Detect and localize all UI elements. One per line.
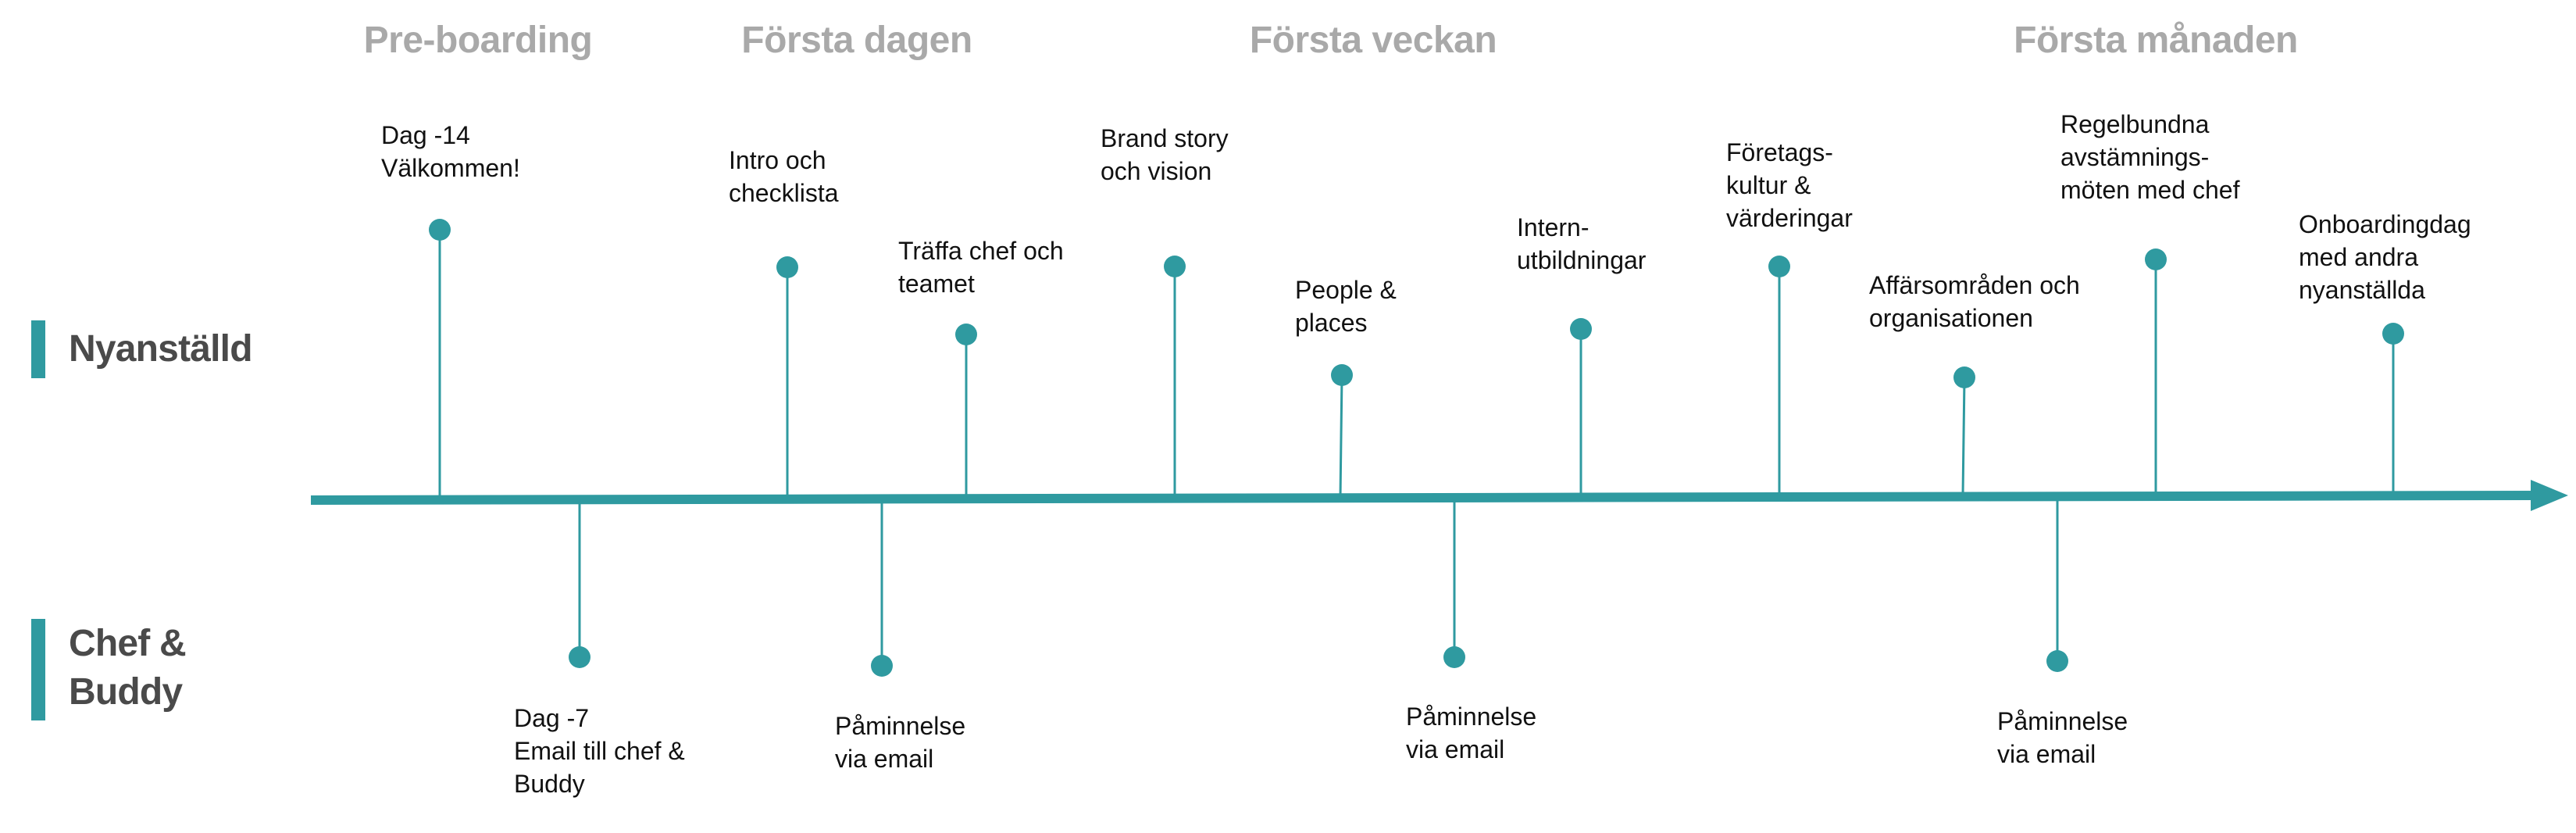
milestone-dot	[1570, 318, 1592, 340]
event-reminder-email: Påminnelse via email	[835, 712, 966, 773]
milestone-dot	[871, 655, 893, 677]
phase-pre-boarding: Pre-boarding	[363, 20, 593, 61]
milestone-dot	[2145, 248, 2167, 270]
event-onboarding-day: Onboardingdag med andra nyanställda	[2299, 210, 2471, 304]
milestone-dot	[429, 219, 451, 241]
timeline-arrow-head	[2531, 480, 2568, 511]
milestone-dot	[2382, 323, 2404, 345]
lane-marker-new-hire	[31, 320, 45, 378]
lane-label-manager-buddy: Chef & Buddy	[69, 623, 187, 713]
milestone-dot	[1164, 256, 1186, 277]
lane-label-new-hire: Nyanställd	[69, 328, 253, 370]
milestone-dot	[2046, 650, 2068, 672]
timeline-axis	[310, 491, 2539, 505]
event-intro-checklist: Intro och checklista	[729, 146, 839, 207]
event-reminder-email: Påminnelse via email	[1406, 703, 1537, 763]
event-regular-checkins: Regelbundna avstämnings- möten med chef	[2060, 110, 2240, 204]
event-people-places: People & places	[1295, 276, 1397, 337]
milestone-stem	[1339, 374, 1343, 498]
phase-first-week: Första veckan	[1249, 20, 1497, 61]
milestone-dot	[776, 256, 798, 278]
event-welcome: Dag -14 Välkommen!	[381, 121, 520, 182]
event-company-culture: Företags- kultur & värderingar	[1726, 138, 1853, 232]
event-reminder-email: Påminnelse via email	[1997, 707, 2128, 768]
milestone-dot	[1768, 256, 1790, 277]
phase-first-month: Första månaden	[2014, 20, 2298, 61]
lane-marker-manager-buddy	[31, 619, 45, 720]
milestone-dot	[955, 324, 977, 345]
event-brand-story: Brand story och vision	[1101, 124, 1229, 185]
milestone-dot	[1953, 366, 1975, 388]
event-meet-manager-team: Träffa chef och teamet	[898, 237, 1064, 298]
event-email-manager-buddy: Dag -7 Email till chef & Buddy	[514, 704, 685, 798]
event-internal-training: Intern- utbildningar	[1517, 213, 1647, 274]
milestone-dot	[1443, 646, 1465, 668]
milestone-dot	[1331, 364, 1353, 386]
milestone-dot	[569, 646, 590, 668]
phase-first-day: Första dagen	[741, 20, 972, 61]
event-business-areas: Affärsområden och organisationen	[1869, 271, 2080, 332]
milestone-stem	[1961, 377, 1966, 496]
